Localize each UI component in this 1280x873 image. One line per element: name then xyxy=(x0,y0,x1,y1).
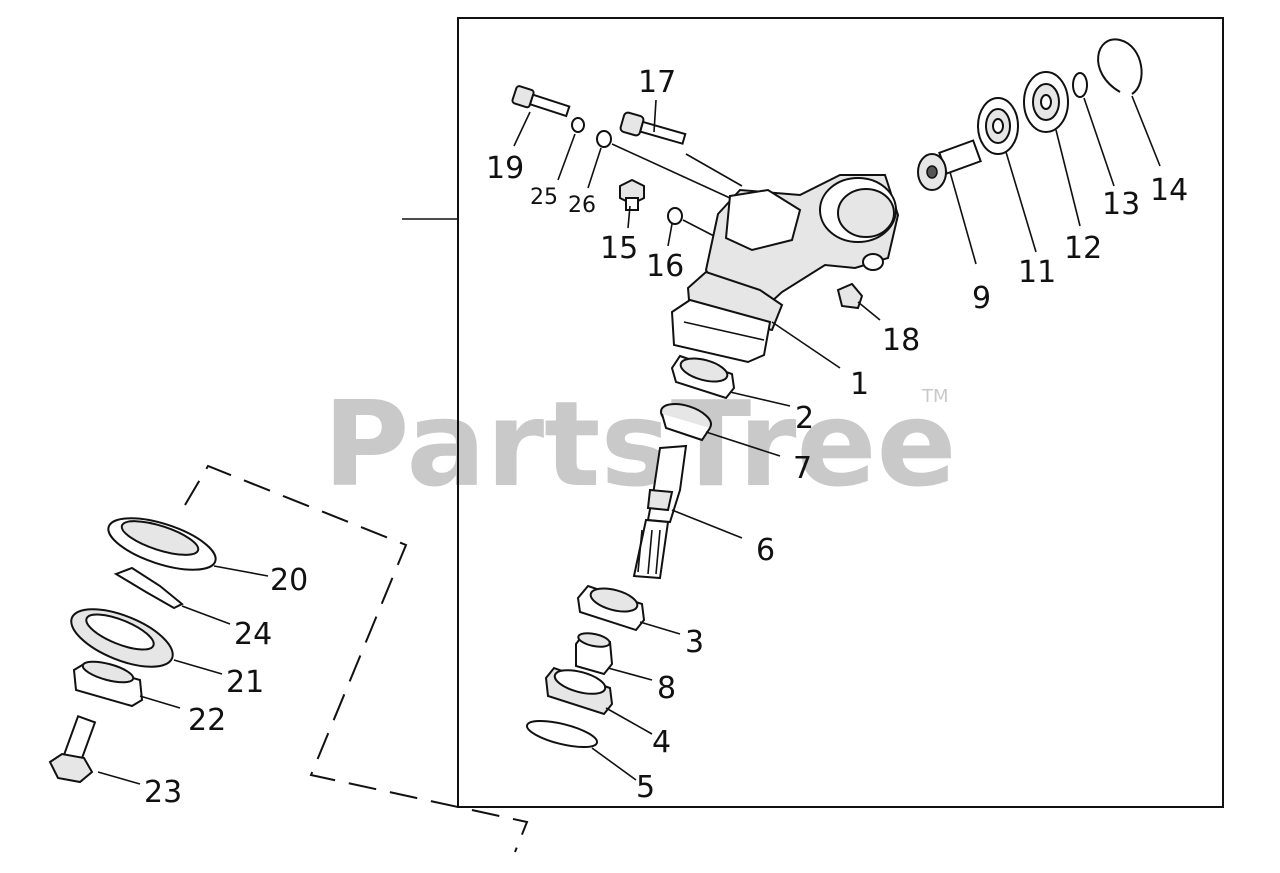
leader-17-to-housing xyxy=(685,153,743,187)
leader-20 xyxy=(213,565,269,577)
leader-16 xyxy=(667,223,673,247)
plate-18 xyxy=(836,282,864,310)
callout-16: 16 xyxy=(646,249,684,284)
leader-19 xyxy=(513,111,531,147)
callout-2: 2 xyxy=(795,401,814,436)
gear-case-housing xyxy=(670,174,900,364)
ring-13 xyxy=(1072,72,1088,98)
callout-14: 14 xyxy=(1150,173,1188,208)
watermark-text: PartsTree xyxy=(323,375,957,513)
callout-7: 7 xyxy=(793,451,812,486)
leader-21 xyxy=(173,659,223,675)
leader-4 xyxy=(605,707,653,735)
leader-18 xyxy=(857,301,881,321)
callout-22: 22 xyxy=(188,703,226,738)
bolt-17 xyxy=(619,111,687,145)
callout-12: 12 xyxy=(1064,231,1102,266)
callout-24: 24 xyxy=(234,617,272,652)
leader-17 xyxy=(653,99,657,133)
washer-16 xyxy=(667,207,683,225)
washer-25 xyxy=(571,117,585,133)
callout-8: 8 xyxy=(657,671,676,706)
leader-8 xyxy=(607,667,653,681)
snap-ring-5 xyxy=(525,719,599,749)
assembly-frame xyxy=(457,17,1224,808)
callout-21: 21 xyxy=(226,665,264,700)
callout-18: 18 xyxy=(882,323,920,358)
callout-23: 23 xyxy=(144,775,182,810)
callout-9: 9 xyxy=(972,281,991,316)
callout-25: 25 xyxy=(530,185,558,210)
bearing-11 xyxy=(977,97,1019,155)
plate-24 xyxy=(113,566,184,610)
callout-19: 19 xyxy=(486,151,524,186)
callout-15: 15 xyxy=(600,231,638,266)
collar-8 xyxy=(575,632,614,676)
leader-6 xyxy=(671,509,743,539)
leader-24 xyxy=(181,605,231,625)
leader-25 xyxy=(557,133,576,181)
leader-11 xyxy=(1005,151,1037,253)
callout-4: 4 xyxy=(652,725,671,760)
leader-14 xyxy=(1131,95,1161,167)
callout-17: 17 xyxy=(638,65,676,100)
holder-20 xyxy=(107,517,217,571)
bearing-4 xyxy=(544,666,614,716)
leader-22 xyxy=(139,695,181,709)
callout-26: 26 xyxy=(568,193,596,218)
pinion-gear-9 xyxy=(917,139,982,191)
leader-3 xyxy=(639,621,681,635)
drive-shaft-6 xyxy=(632,444,688,580)
kit-dashed-outline xyxy=(184,464,529,853)
bearing-12 xyxy=(1023,71,1069,133)
leader-13 xyxy=(1083,97,1115,187)
snap-ring-14 xyxy=(1097,38,1143,95)
leader-15 xyxy=(627,205,631,229)
leader-9 xyxy=(949,171,977,265)
callout-11: 11 xyxy=(1018,255,1056,290)
watermark-tm: TM xyxy=(921,386,949,407)
leader-7 xyxy=(705,431,781,457)
leader-12 xyxy=(1055,129,1081,227)
callout-13: 13 xyxy=(1102,187,1140,222)
bevel-gear-7 xyxy=(659,403,713,442)
leader-1 xyxy=(771,321,841,369)
bearing-2 xyxy=(670,354,736,400)
bolt-23 xyxy=(48,714,97,784)
nut-22 xyxy=(72,660,144,708)
leader-5 xyxy=(591,747,637,781)
nut-15 xyxy=(619,178,645,211)
bearing-3 xyxy=(576,584,646,632)
leader-2 xyxy=(729,391,791,407)
washer-26 xyxy=(596,130,612,148)
leader-23 xyxy=(97,771,141,785)
callout-1: 1 xyxy=(850,367,869,402)
callout-20: 20 xyxy=(270,563,308,598)
leader-26 xyxy=(587,147,602,189)
callout-3: 3 xyxy=(685,625,704,660)
callout-5: 5 xyxy=(636,770,655,805)
leader-16-to-housing xyxy=(682,219,715,237)
holder-21 xyxy=(70,608,174,668)
bolt-19 xyxy=(511,85,571,118)
leader-26-to-housing xyxy=(611,143,731,199)
callout-6: 6 xyxy=(756,533,775,568)
